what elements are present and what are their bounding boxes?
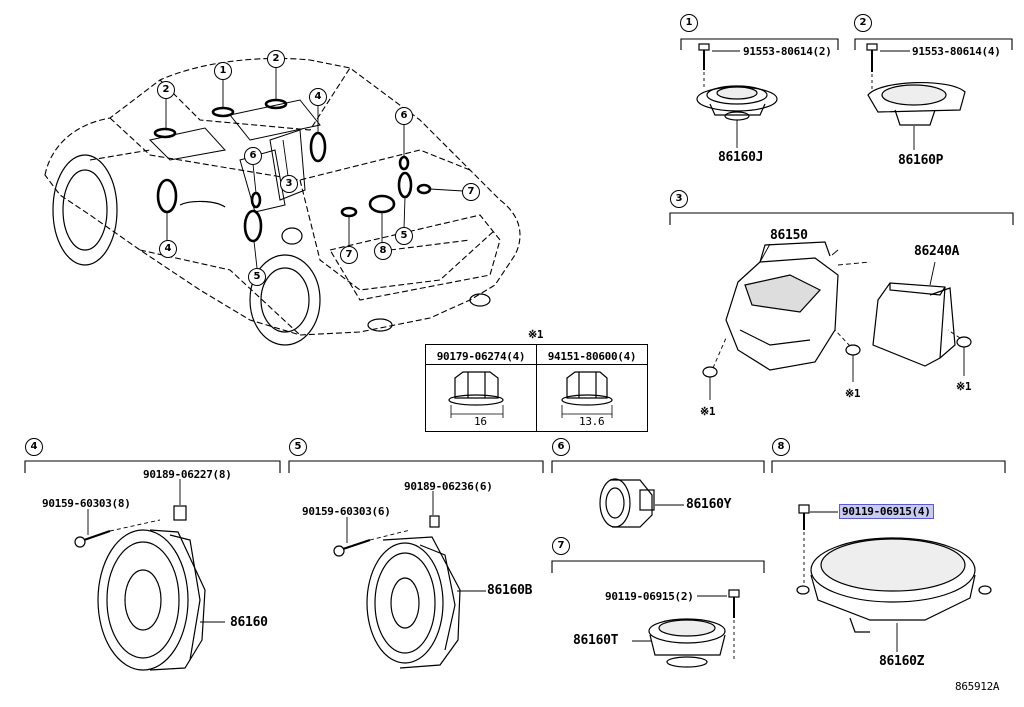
part-number-86150[interactable]: 86150	[770, 228, 808, 243]
note-mark: ※1	[956, 380, 972, 393]
callout-6: 6	[395, 107, 413, 125]
callout-6: 6	[244, 147, 262, 165]
screw-part-number[interactable]: 90159-60303(6)	[302, 505, 391, 518]
callout-3: 3	[280, 175, 298, 193]
part-number-86160p[interactable]: 86160P	[898, 153, 944, 168]
part-number-86160j[interactable]: 86160J	[718, 150, 764, 165]
speaker-86160z-drawing	[796, 504, 992, 652]
nut-1-part-number[interactable]: 90179-06274(4)	[425, 344, 537, 365]
amplifier-86240a-drawing	[872, 261, 961, 367]
note-mark: ※1	[845, 387, 861, 400]
callout-2: 2	[157, 81, 175, 99]
screw-part-number[interactable]: 90159-60303(8)	[42, 497, 131, 510]
group-1-number: 1	[680, 14, 698, 32]
callout-1: 1	[214, 62, 232, 80]
callout-8: 8	[374, 242, 392, 260]
clip-part-number[interactable]: 90189-06236(6)	[404, 480, 493, 493]
nut-2-size: 13.6	[579, 415, 605, 428]
bolt-part-number-highlighted[interactable]: 90119-06915(4)	[839, 504, 934, 519]
callout-2: 2	[267, 50, 285, 68]
group-3-number: 3	[670, 190, 688, 208]
nut-1-cell: 16	[425, 364, 537, 432]
clip-part-number[interactable]: 90189-06227(8)	[143, 468, 232, 481]
group-5-number: 5	[289, 438, 307, 456]
speaker-86160p-drawing	[866, 43, 966, 150]
callout-5: 5	[395, 227, 413, 245]
callout-5: 5	[248, 268, 266, 286]
group-4-number: 4	[25, 438, 43, 456]
group-2-number: 2	[854, 14, 872, 32]
part-number-86160t[interactable]: 86160T	[573, 633, 619, 648]
group-8-number: 8	[772, 438, 790, 456]
callout-7: 7	[462, 183, 480, 201]
table-note-mark: ※1	[528, 328, 544, 341]
bolt-part-number[interactable]: 91553-80614(2)	[743, 45, 832, 58]
group-6-number: 6	[552, 438, 570, 456]
part-number-86160y[interactable]: 86160Y	[686, 497, 732, 512]
callout-4: 4	[309, 88, 327, 106]
part-number-86160[interactable]: 86160	[230, 615, 268, 630]
part-number-86240a[interactable]: 86240A	[914, 244, 960, 259]
part-number-86160z[interactable]: 86160Z	[879, 654, 925, 669]
diagram-reference-code: 865912A	[955, 680, 1000, 693]
speaker-86160b-drawing	[333, 491, 486, 669]
speaker-86160-drawing	[74, 479, 225, 671]
nut-1-size: 16	[474, 415, 487, 428]
callout-7: 7	[340, 246, 358, 264]
group-7-number: 7	[552, 537, 570, 555]
bolt-part-number[interactable]: 91553-80614(4)	[912, 45, 1001, 58]
part-number-86160b[interactable]: 86160B	[487, 583, 533, 598]
nut-2-cell: 13.6	[536, 364, 648, 432]
speaker-86160j-drawing	[696, 43, 778, 148]
note-mark: ※1	[700, 405, 716, 418]
nut-2-part-number[interactable]: 94151-80600(4)	[536, 344, 648, 365]
callout-4: 4	[159, 240, 177, 258]
subwoofer-86150-drawing	[702, 241, 972, 400]
speaker-86160t-drawing	[632, 589, 740, 668]
fastener-table: 90179-06274(4) 94151-80600(4) 16 13.6	[425, 344, 648, 432]
speaker-86160y-drawing	[599, 478, 684, 528]
bolt-part-number[interactable]: 90119-06915(2)	[605, 590, 694, 603]
